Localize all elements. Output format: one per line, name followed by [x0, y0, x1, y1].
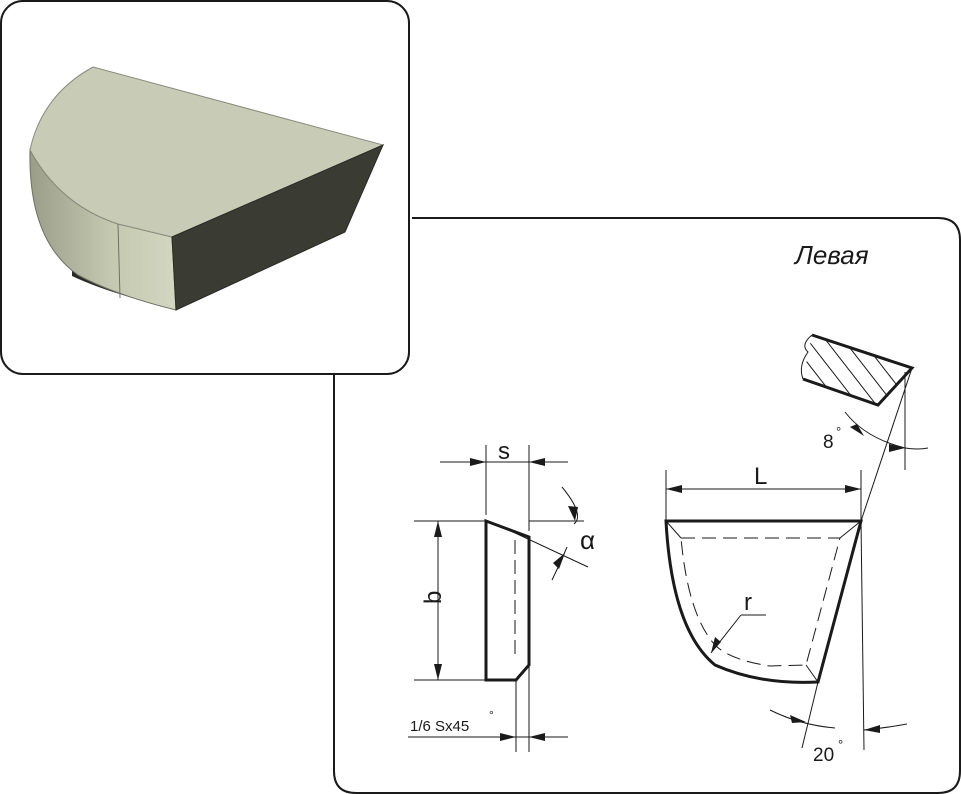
label-L: L: [754, 463, 767, 490]
render-top-face: [29, 66, 385, 238]
side-view: [408, 445, 589, 752]
side-view-outline: [484, 518, 531, 682]
drawing-title: Левая: [793, 240, 869, 270]
label-r: r: [744, 589, 752, 616]
drawing-frame: [333, 217, 961, 794]
label-s: s: [498, 438, 510, 465]
label-8: 8: [823, 432, 834, 453]
label-chamfer-degree: °: [489, 708, 494, 722]
front-view-outline: [664, 519, 863, 684]
label-chamfer: 1/6 Sx45: [410, 718, 469, 735]
label-8-degree: °: [836, 424, 841, 439]
front-view: [664, 470, 908, 751]
label-b: b: [420, 591, 447, 604]
section-outline: [802, 333, 915, 407]
label-20: 20: [813, 745, 834, 766]
render-edge: [117, 223, 121, 299]
label-20-degree: °: [838, 737, 843, 752]
label-alpha: α: [580, 525, 595, 555]
insert-3d-render: [29, 66, 385, 311]
render-front-face: [171, 144, 384, 311]
